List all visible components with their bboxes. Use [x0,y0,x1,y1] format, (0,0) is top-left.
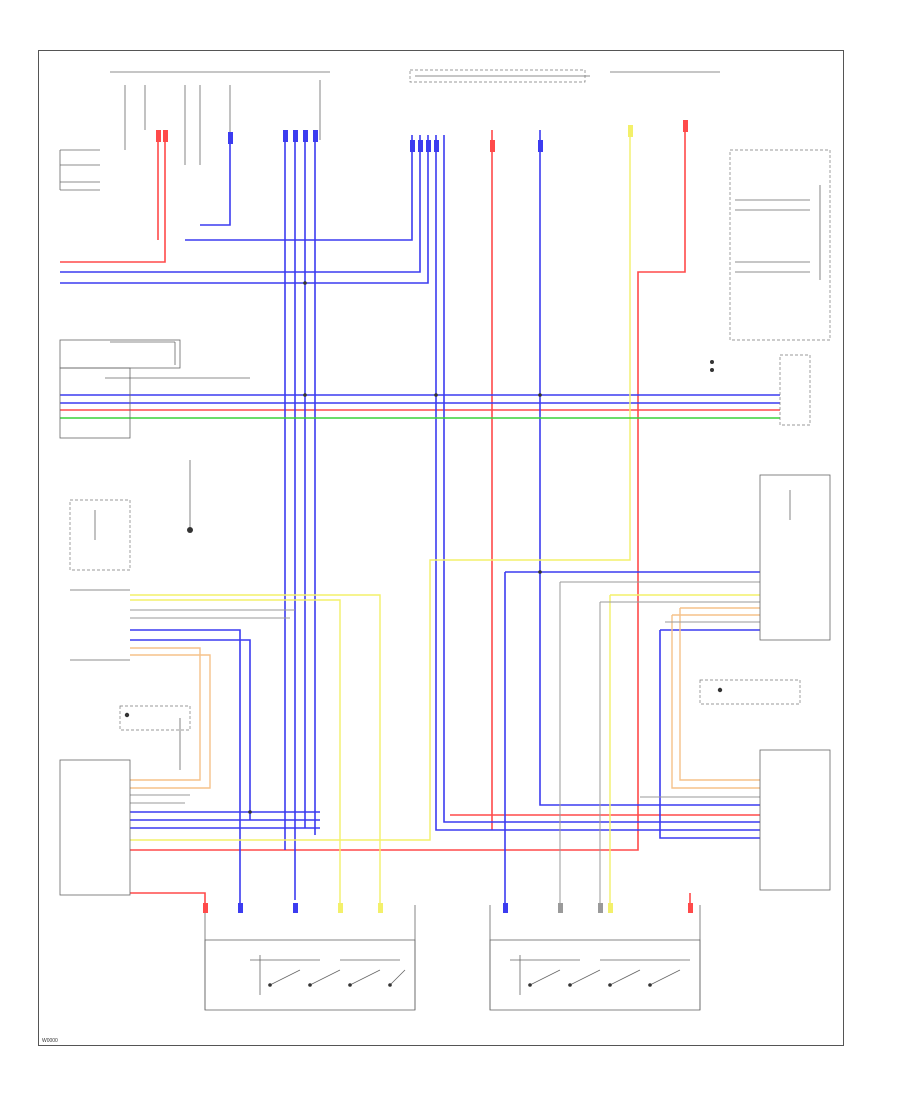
right-module-lower [699,679,831,891]
top-power-bus [110,69,720,83]
left-module-middle [69,460,193,661]
right-switch-assembly [489,905,701,1011]
right-module-middle [759,474,831,641]
top-connector-terminals [156,120,688,152]
diagram-frame [38,50,844,1046]
right-module-upper [710,354,811,426]
bottom-terminals [203,903,693,913]
yellow-wires [130,130,760,905]
blue-wires [60,130,780,905]
left-module-upper [59,339,250,439]
orange-wires [130,607,760,789]
red-wires [60,125,780,905]
gray-wires [130,581,760,905]
left-switch-assembly [204,905,416,1011]
top-right-module [729,149,831,341]
diagram-code: W0000 [42,1038,58,1044]
junction-dots [248,281,542,814]
left-module-lower [59,705,191,896]
top-left-module [59,80,321,191]
